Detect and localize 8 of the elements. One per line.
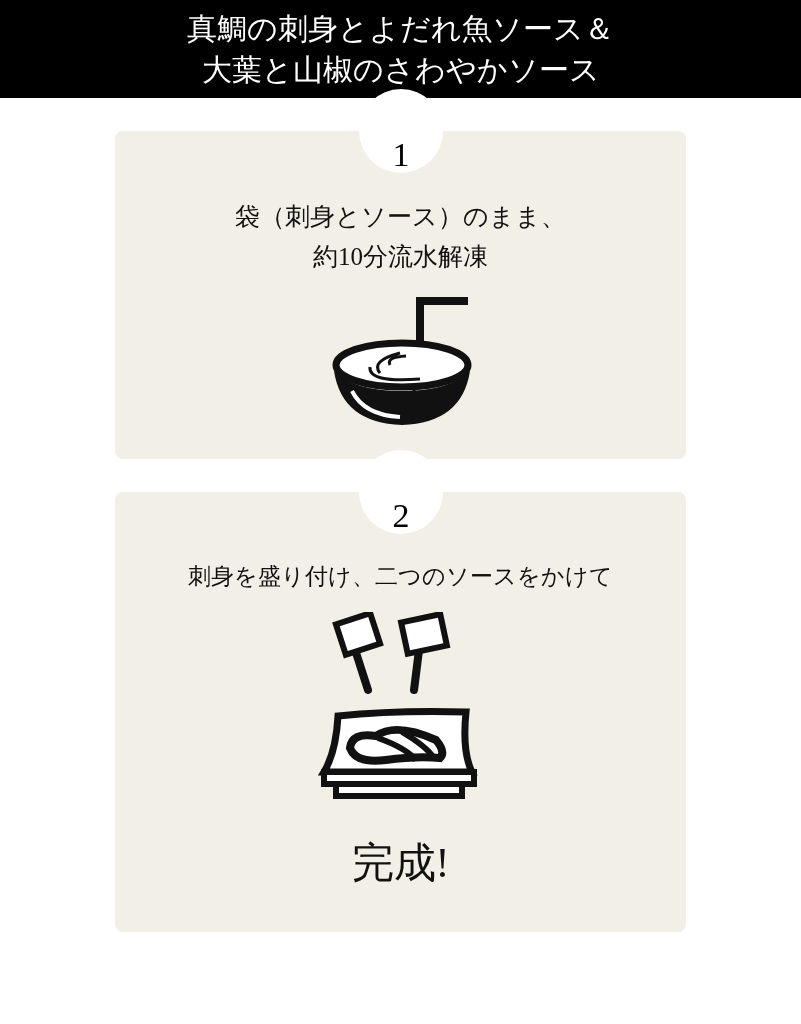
result-text: 完成! [350, 839, 451, 888]
title: 真鯛の刺身とよだれ魚ソース＆大葉と山椒のさわやかソース [186, 10, 615, 89]
step-number: 1 [391, 137, 411, 173]
step-panel [115, 131, 686, 459]
instruction-text: 刺身を盛り付け、二つのソースをかけて [187, 563, 614, 591]
step-panel [115, 492, 686, 932]
instruction-text: 袋（刺身とソース）のまま、約10分流水解凍 [234, 202, 567, 272]
step-number: 2 [391, 498, 411, 534]
